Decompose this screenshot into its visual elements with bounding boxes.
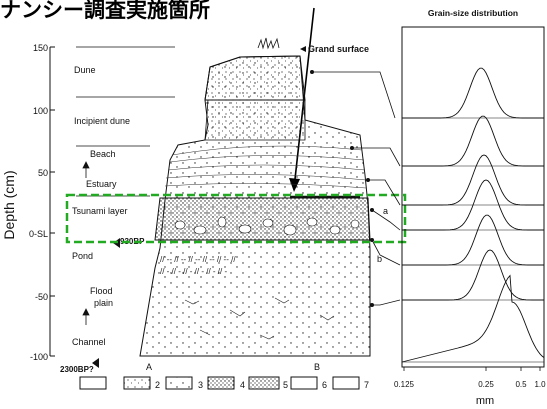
layer-label: Incipient dune (74, 116, 130, 126)
legend-group-a: A (146, 362, 152, 372)
layer-label: Channel (72, 337, 106, 347)
grain-size-curve (402, 250, 544, 300)
grain-size-curve (402, 68, 544, 118)
grain-size-panel (402, 27, 544, 367)
legend-swatch-6 (291, 377, 317, 389)
legend-swatch-7 (333, 377, 359, 389)
legend-swatch-4 (208, 377, 234, 389)
layer-label: plain (94, 298, 113, 308)
y-tick-label: 100 (33, 106, 48, 116)
legend-number: 5 (283, 380, 288, 390)
layer-label: Dune (74, 65, 96, 75)
ground-surface-label: Grand surface (308, 44, 369, 54)
svg-text:// -- // -- // -- // --: // -- // -- // -- // -- // -- // (160, 255, 236, 264)
marker-a: a (383, 206, 388, 216)
x-tick-label: 1.0 (534, 380, 546, 389)
layer-label: Tsunami layer (72, 206, 128, 216)
layer-label: Flood (90, 286, 113, 296)
legend-group-b: B (314, 362, 320, 372)
incipient-dune-unit (205, 100, 305, 140)
legend-number: 7 (364, 380, 369, 390)
grain-size-x-ticks: 0.125 0.25 0.5 1.0 (394, 367, 546, 389)
y-tick-label: -50 (35, 292, 48, 302)
pattern-legend: A B 2 3 4 5 6 7 (80, 362, 369, 390)
grass-icon (258, 38, 279, 48)
layer-label: Pond (72, 251, 93, 261)
y-tick-label: 50 (38, 168, 48, 178)
legend-swatch-3 (166, 377, 192, 389)
grain-size-x-unit: mm (476, 395, 494, 407)
grain-size-curve (402, 215, 544, 265)
ground-surface-arrow (300, 46, 306, 52)
y-axis-ticks: 150 100 50 0-SL -50 -100 (29, 43, 55, 362)
dune-unit (205, 56, 305, 100)
grain-size-curve (402, 116, 544, 166)
y-tick-label: 150 (33, 43, 48, 53)
x-tick-label: 0.25 (478, 380, 494, 389)
layer-label: Beach (90, 149, 116, 159)
legend-number: 3 (198, 380, 203, 390)
x-tick-label: 0.125 (394, 380, 415, 389)
date-2300-label: 2300BP? (60, 365, 94, 374)
legend-number: 6 (322, 380, 327, 390)
tsunami-deposit (155, 198, 370, 240)
x-tick-label: 0.5 (515, 380, 527, 389)
legend-swatch-1 (80, 377, 106, 389)
svg-text:// - // - // - // - //: // - // - // - // - // - // - (160, 267, 227, 276)
grain-size-title: Grain-size distribution (428, 8, 518, 18)
grain-size-curve (402, 276, 544, 362)
y-tick-label: 0-SL (29, 229, 48, 239)
legend-number: 4 (240, 380, 245, 390)
legend-number: 2 (155, 380, 160, 390)
grain-size-curve (402, 155, 544, 205)
legend-swatch-2 (124, 377, 150, 389)
grain-size-curves (402, 68, 544, 362)
legend-swatch-5 (249, 377, 279, 389)
layer-label: Estuary (86, 179, 117, 189)
y-tick-label: -100 (30, 352, 48, 362)
y-axis-label: Depth (cm) (1, 170, 17, 239)
